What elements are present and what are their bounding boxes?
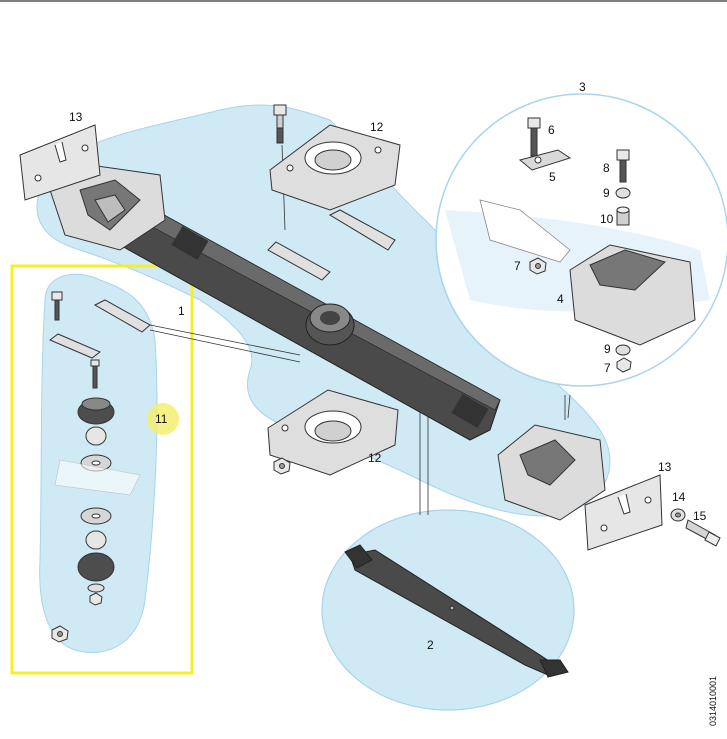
callout-13-right: 13 [658, 460, 672, 474]
callout-11: 11 [155, 412, 168, 426]
lower-nut [273, 457, 291, 475]
highlight-marker [147, 403, 179, 435]
callout-13-left: 13 [69, 110, 83, 124]
callout-2: 2 [427, 638, 434, 652]
detail-2-spring [344, 544, 569, 678]
lower-seat-plate [267, 389, 399, 476]
callout-12-upper: 12 [370, 120, 384, 134]
callouts: 1 2 3 4 5 6 7 7 8 9 9 10 11 12 12 13 13 … [69, 80, 707, 652]
washer-plate-right [584, 474, 663, 551]
callout-6: 6 [548, 123, 555, 137]
upper-seat-plate [269, 124, 401, 211]
right-mount-block [497, 424, 606, 521]
callout-10: 10 [600, 212, 614, 226]
bolt-15 [685, 519, 721, 547]
callout-5: 5 [549, 170, 556, 184]
washer-14 [670, 508, 686, 522]
callout-3: 3 [579, 80, 586, 94]
left-mount-block [49, 164, 166, 251]
callout-8: 8 [603, 161, 610, 175]
callout-7-lower: 7 [604, 361, 611, 375]
callout-9-upper: 9 [603, 186, 610, 200]
drawing-code: 0314010001 [708, 676, 718, 726]
washer-plate-left [19, 124, 101, 201]
callout-9-lower: 9 [604, 342, 611, 356]
exploded-column-parts [49, 291, 151, 643]
upper-bolt [273, 104, 287, 144]
strap-pieces [267, 209, 396, 281]
detail-3-parts [479, 117, 696, 373]
callout-4: 4 [557, 292, 564, 306]
callout-1: 1 [178, 304, 185, 318]
callout-15: 15 [693, 509, 707, 523]
highlight-box [10, 264, 194, 675]
callout-7-upper: 7 [514, 259, 521, 273]
callout-14: 14 [672, 490, 686, 504]
callout-12-lower: 12 [368, 451, 382, 465]
center-bushing [305, 303, 355, 346]
